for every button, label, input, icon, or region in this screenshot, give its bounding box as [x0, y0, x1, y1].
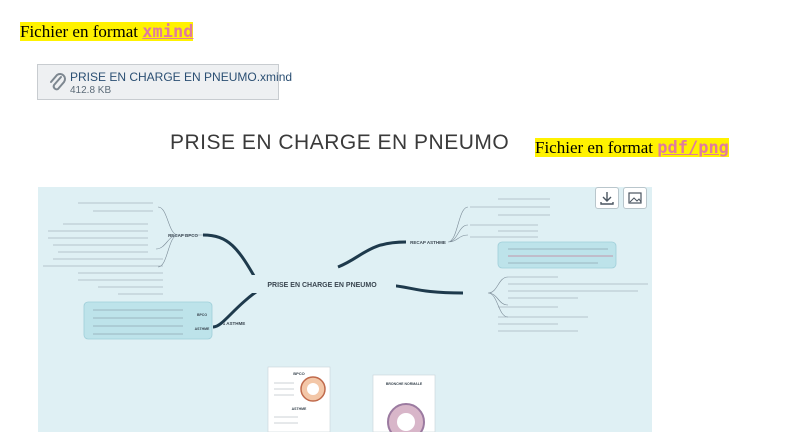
node-recap-asthme: RECAP ASTHME	[410, 240, 446, 245]
right-highlight-box	[497, 241, 617, 269]
node-1-asthme: 1 ASTHME	[223, 321, 246, 326]
pdf-label-prefix: Fichier en format	[535, 138, 658, 157]
bpco-preview-card	[267, 366, 331, 432]
attachment-chip[interactable]: PRISE EN CHARGE EN PNEUMO.xmind 412.8 KB	[37, 64, 292, 100]
central-topic-box	[248, 275, 396, 293]
central-topic: PRISE EN CHARGE EN PNEUMO	[267, 282, 377, 289]
preview-bpco-label: BPCO	[293, 371, 305, 376]
node-bpco: BPCO	[197, 313, 207, 317]
node-asthme: ASTHME	[195, 327, 210, 331]
xmind-link[interactable]: xmind	[142, 22, 194, 42]
asthme-highlight-box	[83, 301, 213, 340]
download-button[interactable]	[595, 187, 619, 209]
image-view-button[interactable]	[623, 187, 647, 209]
preview-bronche-label: BRONCHE NORMALE	[386, 382, 423, 386]
preview-asthme-label: ASTHME	[292, 407, 307, 411]
paperclip-icon	[50, 73, 66, 91]
xmind-format-label: Fichier en format xmind	[20, 22, 194, 42]
xmind-label-prefix: Fichier en format	[20, 22, 143, 41]
mindmap-preview[interactable]: PRISE EN CHARGE EN PNEUMO RECAP BPCO BPC…	[38, 187, 652, 432]
node-recap-bpco: RECAP BPCO	[168, 233, 198, 238]
pdf-png-link[interactable]: pdf/png	[657, 138, 729, 158]
branch-right-lower	[387, 283, 464, 295]
attachment-filename: PRISE EN CHARGE EN PNEUMO.xmind	[70, 70, 293, 84]
attachment-size: 412.8 KB	[70, 85, 112, 96]
download-icon	[600, 192, 614, 205]
mindmap-title: PRISE EN CHARGE EN PNEUMO	[170, 131, 510, 154]
branch-recap-asthme	[337, 240, 407, 269]
branch-recap-bpco	[202, 233, 260, 284]
mindmap-diagram: PRISE EN CHARGE EN PNEUMO RECAP BPCO BPC…	[43, 198, 648, 432]
image-icon	[628, 192, 642, 204]
pdf-format-label: Fichier en format pdf/png	[535, 138, 729, 158]
